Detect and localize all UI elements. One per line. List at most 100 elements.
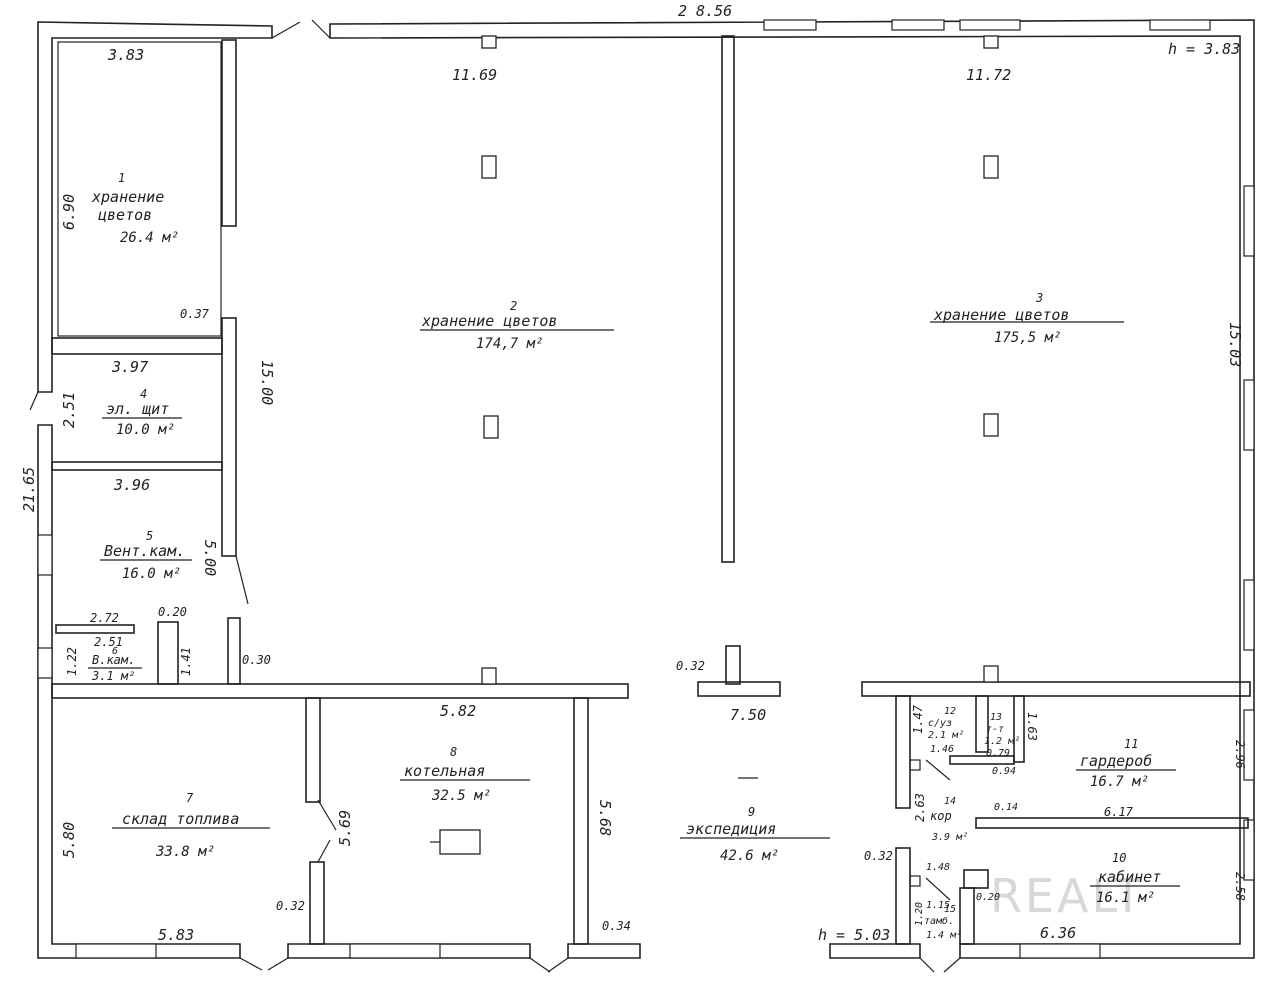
dim-5-82: 5.82	[440, 702, 476, 720]
dim-0-20-bot: 0.20	[976, 892, 1000, 903]
room-3-number: 3	[1035, 291, 1043, 305]
room-14-number: 14	[944, 796, 956, 807]
dim-5-80: 5.80	[60, 822, 78, 858]
room-12-number: 12	[944, 706, 956, 717]
dim-2-58: 2.58	[1233, 872, 1247, 901]
room-12-area: 2.1 м²	[928, 730, 964, 741]
dim-2-96: 2.96	[1233, 740, 1247, 769]
room-2-name: хранение цветов	[421, 312, 557, 330]
room-1-name-line2: цветов	[98, 206, 152, 224]
columns	[481, 35, 999, 685]
room-8-number: 8	[450, 745, 457, 759]
boiler-icon	[430, 829, 481, 855]
room-9-area: 42.6 м²	[720, 848, 779, 864]
dim-2-63: 2.63	[913, 793, 927, 822]
dim-6-36: 6.36	[1040, 924, 1076, 942]
dim-1-48: 1.48	[926, 862, 950, 873]
room-7-number: 7	[186, 791, 194, 805]
room-1-area: 26.4 м²	[120, 230, 179, 246]
room-11-name: гардероб	[1080, 752, 1152, 770]
dim-0-34: 0.34	[602, 919, 631, 933]
dim-6-90: 6.90	[60, 194, 78, 230]
label-underlines	[88, 321, 1180, 887]
room-11-area: 16.7 м²	[1090, 774, 1149, 790]
room-10-number: 10	[1112, 851, 1126, 865]
room-2-number: 2	[510, 299, 517, 313]
ceiling-height-low-label: h = 5.03	[818, 926, 890, 944]
dim-1-41: 1.41	[179, 647, 193, 676]
room-13-area: 1.2 м²	[984, 736, 1020, 747]
windows	[37, 19, 1255, 959]
dim-0-20-top: 0.20	[158, 605, 187, 619]
room-8-name: котельная	[404, 762, 485, 780]
dim-15-03: 15.03	[1226, 322, 1244, 367]
room-10-name: кабинет	[1098, 868, 1161, 886]
dim-0-32-left: 0.32	[276, 899, 305, 913]
room-4-number: 4	[140, 387, 147, 401]
room-4-name: эл. щит	[106, 400, 169, 418]
room-14-area: 3.9 м²	[931, 832, 968, 843]
dim-11-69: 11.69	[452, 66, 497, 84]
watermark: REALT	[990, 869, 1145, 923]
room-5-name: Вент.кам.	[104, 542, 185, 560]
dim-1-47: 1.47	[911, 704, 925, 734]
dim-7-50: 7.50	[730, 706, 766, 724]
room-6-area: 3.1 м²	[91, 669, 135, 683]
dim-2-51-left: 2.51	[60, 392, 78, 428]
dim-5-00: 5.00	[201, 540, 219, 576]
room-8-area: 32.5 м²	[431, 788, 491, 804]
dim-0-32-mid: 0.32	[676, 659, 705, 673]
dim-1-63: 1.63	[1025, 712, 1039, 741]
dim-3-97: 3.97	[111, 358, 148, 376]
room-10-area: 16.1 м²	[1096, 890, 1155, 906]
room-13-name: т-т	[986, 724, 1004, 735]
dim-0-32-right: 0.32	[864, 849, 893, 863]
dim-1-46: 1.46	[930, 744, 954, 755]
dim-0-79: 0.79	[986, 748, 1010, 759]
dim-21-65: 21.65	[20, 467, 38, 512]
overall-width-label: 2 8.56	[678, 2, 732, 20]
dim-15-00: 15.00	[258, 360, 276, 405]
door-swings	[29, 19, 961, 973]
room-6-number: 6	[112, 646, 118, 657]
room-3-area: 175,5 м²	[994, 330, 1061, 346]
dim-2-72: 2.72	[90, 611, 119, 625]
dim-0-14: 0.14	[994, 802, 1018, 813]
dim-5-69: 5.69	[336, 810, 354, 846]
room-12-name: с/уз	[928, 718, 952, 729]
room-15-number: 15	[944, 904, 956, 915]
dim-0-37: 0.37	[180, 307, 210, 321]
room-5-number: 5	[146, 529, 153, 543]
room-9-number: 9	[748, 805, 755, 819]
room-4-area: 10.0 м²	[116, 422, 175, 438]
interior-walls	[51, 35, 1251, 945]
dim-5-83: 5.83	[158, 926, 194, 944]
room-7-area: 33.8 м²	[155, 844, 215, 860]
dim-1-15: 1.15	[926, 900, 950, 911]
dim-0-30: 0.30	[242, 653, 271, 667]
room-9-name: экспедиция	[686, 820, 776, 838]
room-2-area: 174,7 м²	[476, 336, 543, 352]
room-11-number: 11	[1124, 737, 1138, 751]
room-1-number: 1	[118, 171, 125, 185]
room-1-name-line1: хранение	[91, 188, 164, 206]
room-6-name: В.кам.	[92, 653, 135, 667]
room-13-number: 13	[990, 712, 1002, 723]
ceiling-height-label: h = 3.83	[1168, 40, 1240, 58]
room-15-area: 1.4 м²	[926, 930, 962, 941]
dim-2-51-vk: 2.51	[94, 635, 123, 649]
dim-1-20: 1.20	[914, 902, 925, 926]
dim-11-72: 11.72	[966, 66, 1011, 84]
dim-3-83: 3.83	[107, 46, 144, 64]
room-14-name: кор	[930, 809, 952, 823]
dim-1-22: 1.22	[65, 647, 79, 676]
dim-6-17: 6.17	[1104, 805, 1134, 819]
dim-0-94: 0.94	[992, 766, 1016, 777]
dimension-labels: 3.83 11.69 11.72 6.90 0.37 15.00 3.97 2.…	[20, 46, 1247, 944]
room-5-area: 16.0 м²	[122, 566, 181, 582]
room-7-name: склад топлива	[122, 810, 239, 828]
room-3-name: хранение цветов	[933, 306, 1069, 324]
dim-3-96: 3.96	[113, 476, 150, 494]
room-15-name: тамб.	[924, 915, 954, 927]
